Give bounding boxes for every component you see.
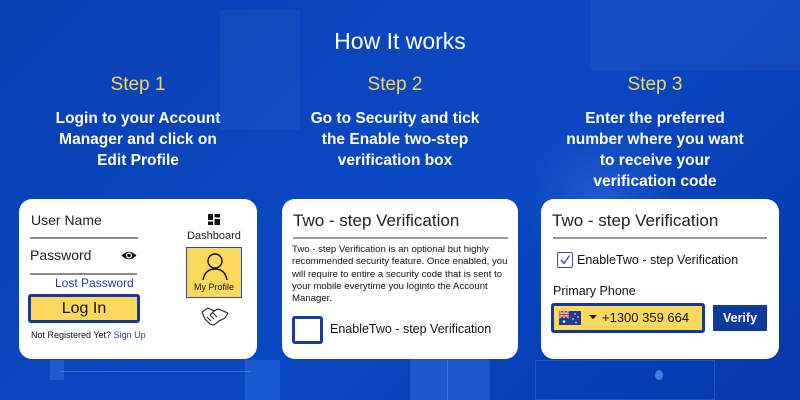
divider — [553, 237, 767, 239]
card-body-text: Two - step Verification is an optional b… — [292, 244, 508, 305]
user-icon — [202, 253, 228, 281]
step-description: Go to Security and tick the Enable two-s… — [310, 110, 480, 169]
background-shape — [50, 360, 64, 380]
background-dot — [655, 370, 663, 380]
verify-button[interactable]: Verify — [713, 305, 767, 331]
my-profile-button[interactable]: My Profile — [186, 247, 242, 298]
step-description: Enter the preferred number where you wan… — [566, 110, 744, 190]
sign-up-link[interactable]: Sign Up — [113, 330, 146, 340]
background-line — [447, 360, 448, 400]
phone-input[interactable]: +1300 359 664 — [551, 303, 705, 333]
step-title: Step 2 — [367, 74, 423, 95]
checkmark-icon — [560, 255, 571, 265]
phone-number-value[interactable]: +1300 359 664 — [602, 310, 690, 325]
not-registered-text: Not Registered Yet? — [31, 330, 112, 340]
lost-password-link[interactable]: Lost Password — [55, 276, 134, 290]
step-1: Step 1 Login to your Account Manager and… — [19, 74, 257, 171]
username-label: User Name — [31, 212, 102, 228]
signup-row: Not Registered Yet? Sign Up — [31, 330, 146, 340]
primary-phone-label: Primary Phone — [553, 284, 636, 298]
background-line — [60, 371, 250, 372]
security-card: Two - step Verification Two - step Verif… — [282, 199, 518, 359]
card-title: Two - step Verification — [552, 211, 719, 230]
checkbox-label[interactable]: EnableTwo - step Verification — [330, 322, 492, 336]
username-input[interactable] — [30, 237, 138, 239]
checkbox-label[interactable]: EnableTwo - step Verification — [577, 253, 739, 267]
my-profile-label: My Profile — [193, 282, 234, 292]
login-button[interactable]: Log In — [28, 294, 140, 323]
enable-two-step-checkbox[interactable] — [292, 316, 323, 344]
australia-flag-icon[interactable] — [559, 311, 581, 325]
background-shape — [245, 360, 280, 400]
phone-card: Two - step Verification EnableTwo - step… — [541, 199, 779, 359]
step-description: Login to your Account Manager and click … — [55, 110, 221, 169]
login-card: User Name Password Lost Password Log In … — [19, 199, 257, 359]
caret-down-icon[interactable] — [589, 315, 597, 319]
dashboard-label[interactable]: Dashboard — [187, 230, 241, 242]
step-3: Step 3 Enter the preferred number where … — [530, 74, 780, 192]
eye-icon[interactable] — [121, 250, 137, 261]
step-2: Step 2 Go to Security and tick the Enabl… — [270, 74, 520, 171]
card-title: Two - step Verification — [293, 211, 460, 230]
dashboard-icon[interactable] — [208, 214, 220, 225]
step-title: Step 1 — [110, 74, 166, 95]
password-input[interactable] — [30, 273, 137, 275]
divider — [293, 237, 508, 239]
page-title: How It works — [334, 28, 466, 54]
enable-two-step-checkbox[interactable] — [557, 252, 573, 268]
handshake-icon — [201, 307, 229, 326]
step-title: Step 3 — [627, 74, 683, 95]
background-shape — [535, 360, 715, 400]
password-label: Password — [30, 247, 92, 263]
